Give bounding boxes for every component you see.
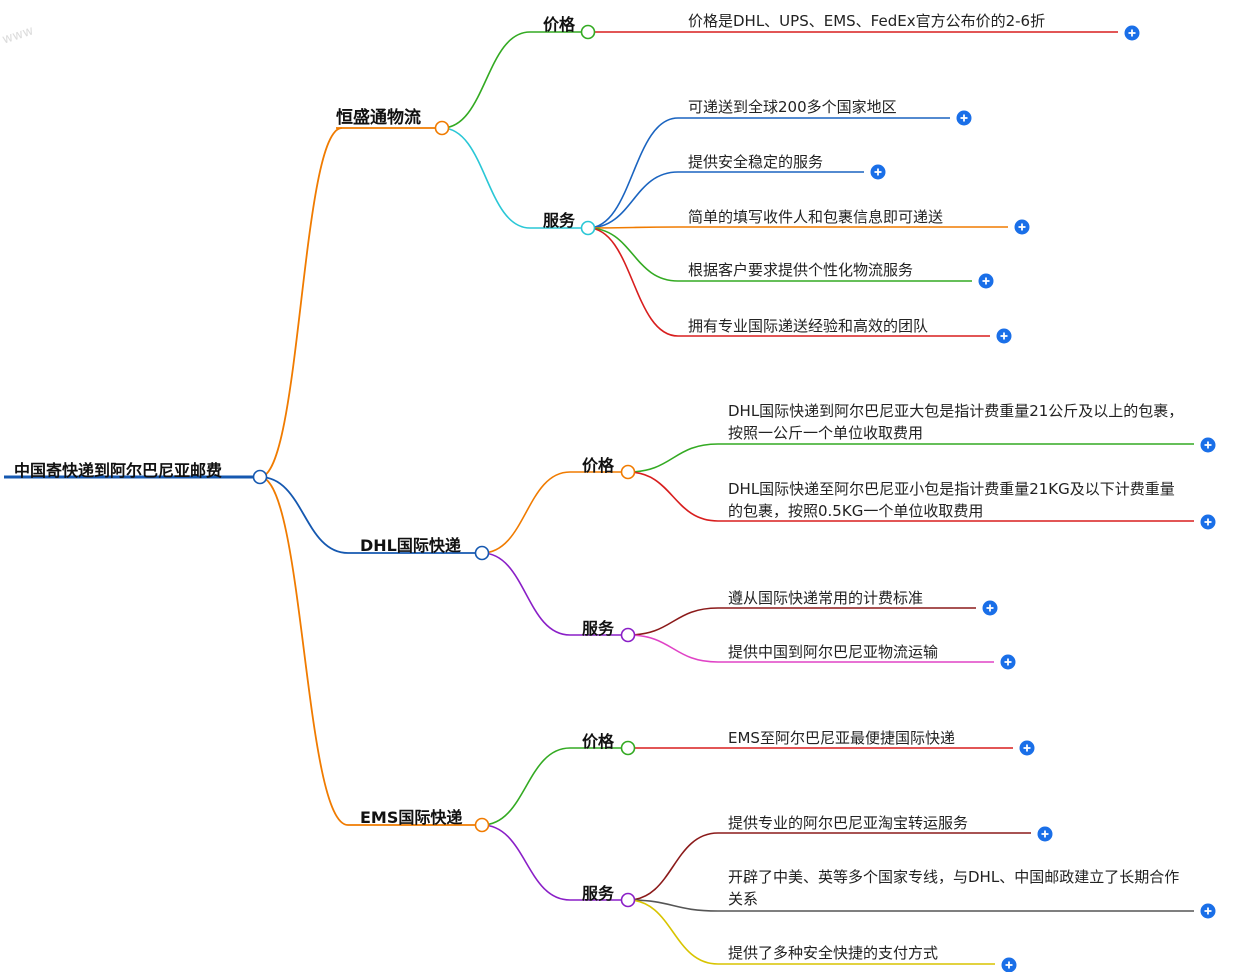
leaf-text: DHL国际快递到阿尔巴尼亚大包是指计费重量21公斤及以上的包裹，按照一公斤一个单… [728, 402, 1184, 442]
branch-ems[interactable]: EMS国际快递 [360, 808, 463, 827]
connector-line [481, 552, 571, 636]
leaf-text: 开辟了中美、英等多个国家专线，与DHL、中国邮政建立了长期合作关系 [728, 868, 1180, 908]
leaf-text: 遵从国际快递常用的计费标准 [728, 589, 924, 607]
leaf-text: 提供专业的阿尔巴尼亚淘宝转运服务 [728, 814, 969, 832]
node-circle[interactable] [474, 817, 490, 833]
subtopic-price[interactable]: 价格 [582, 732, 615, 751]
node-circle[interactable] [620, 892, 636, 908]
connector-line [627, 899, 719, 912]
connector-line [441, 127, 531, 229]
subtopic-service[interactable]: 服务 [582, 619, 615, 638]
leaf-text: 提供了多种安全快捷的支付方式 [728, 944, 939, 962]
leaf-text: 价格是DHL、UPS、EMS、FedEx官方公布价的2-6折 [688, 12, 1046, 30]
subtopic-price[interactable]: 价格 [543, 15, 576, 34]
node-circle[interactable] [252, 469, 268, 485]
leaf-text: 可递送到全球200多个国家地区 [688, 98, 897, 116]
leaf-text: 提供安全稳定的服务 [688, 153, 824, 171]
node-circle[interactable] [620, 627, 636, 643]
connector-line [587, 117, 679, 229]
node-circle[interactable] [620, 740, 636, 756]
connector-line [627, 471, 719, 522]
node-circle[interactable] [580, 220, 596, 236]
connector-line [627, 607, 719, 636]
leaf-text: 简单的填写收件人和包裹信息即可递送 [688, 208, 944, 226]
connector-line [481, 471, 571, 554]
subtopic-service[interactable]: 服务 [582, 884, 615, 903]
leaf-text: 拥有专业国际递送经验和高效的团队 [688, 317, 929, 335]
subtopic-service[interactable]: 服务 [543, 211, 576, 230]
leaf-text: DHL国际快递至阿尔巴尼亚小包是指计费重量21KG及以下计费重量的包裹，按照0.… [728, 480, 1175, 520]
connector-line [259, 476, 349, 826]
node-circle[interactable] [474, 545, 490, 561]
connector-line [441, 31, 531, 129]
node-circle[interactable] [434, 120, 450, 136]
connector-line [259, 476, 349, 554]
connector-line [627, 899, 719, 965]
connector-line [627, 634, 719, 663]
subtopic-price[interactable]: 价格 [582, 456, 615, 475]
leaf-text: 根据客户要求提供个性化物流服务 [688, 261, 914, 279]
node-circle[interactable] [620, 464, 636, 480]
node-circle[interactable] [580, 24, 596, 40]
connector-line [587, 171, 679, 229]
connector-line [587, 226, 679, 229]
root-topic[interactable]: 中国寄快递到阿尔巴尼亚邮费 [14, 461, 223, 480]
leaf-text: 提供中国到阿尔巴尼亚物流运输 [728, 643, 939, 661]
connector-line [627, 443, 719, 473]
connector-line [587, 227, 679, 337]
connector-line [587, 227, 679, 282]
connector-line [481, 747, 571, 826]
connector-line [259, 127, 343, 478]
branch-dhl[interactable]: DHL国际快递 [360, 536, 461, 555]
connector-line [481, 824, 571, 901]
branch-hengshengtong[interactable]: 恒盛通物流 [336, 108, 421, 128]
connector-line [627, 832, 719, 901]
leaf-text: EMS至阿尔巴尼亚最便捷国际快递 [728, 729, 955, 747]
